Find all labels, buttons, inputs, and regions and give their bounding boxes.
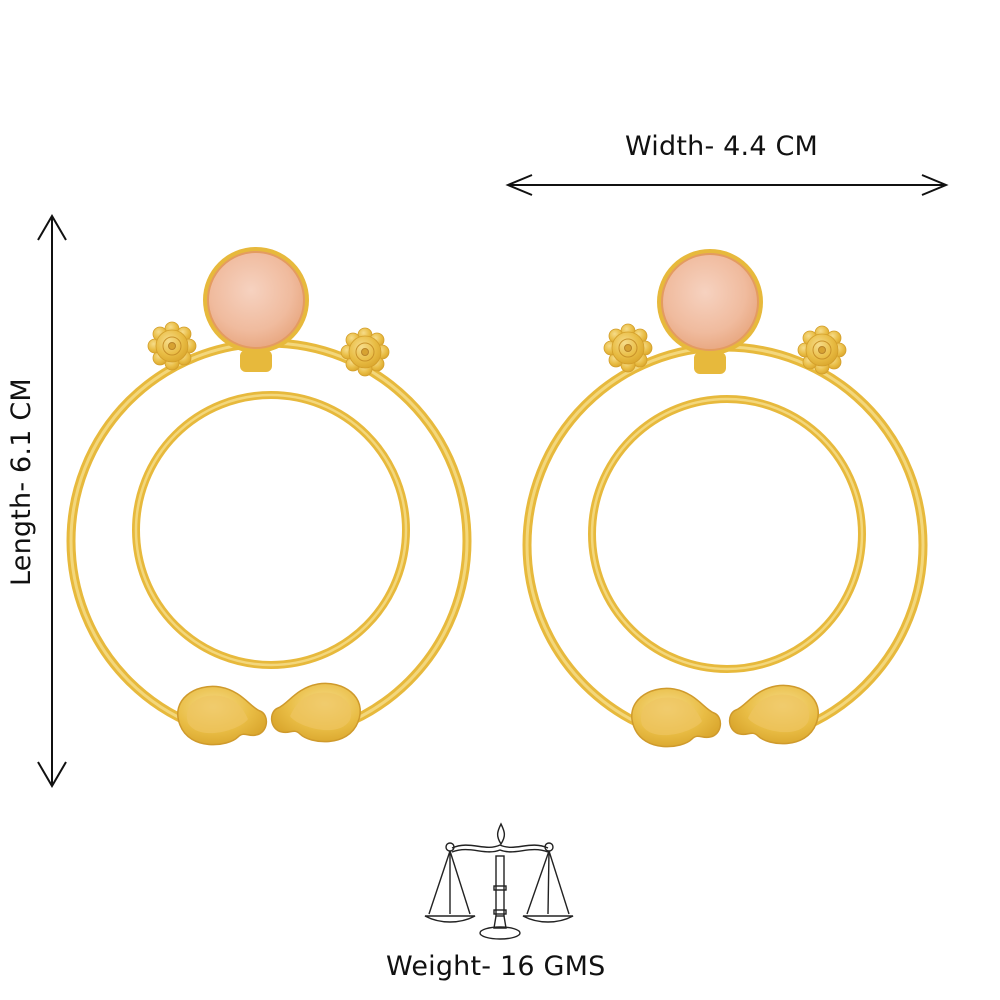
earring-left <box>66 247 472 748</box>
earring-right <box>522 249 928 750</box>
width-arrow <box>505 174 949 196</box>
length-label: Length- 6.1 CM <box>6 378 37 586</box>
width-label: Width- 4.4 CM <box>625 131 819 162</box>
balance-scale-icon <box>424 822 574 940</box>
weight-label: Weight- 16 GMS <box>386 951 606 982</box>
length-arrow <box>37 214 67 788</box>
